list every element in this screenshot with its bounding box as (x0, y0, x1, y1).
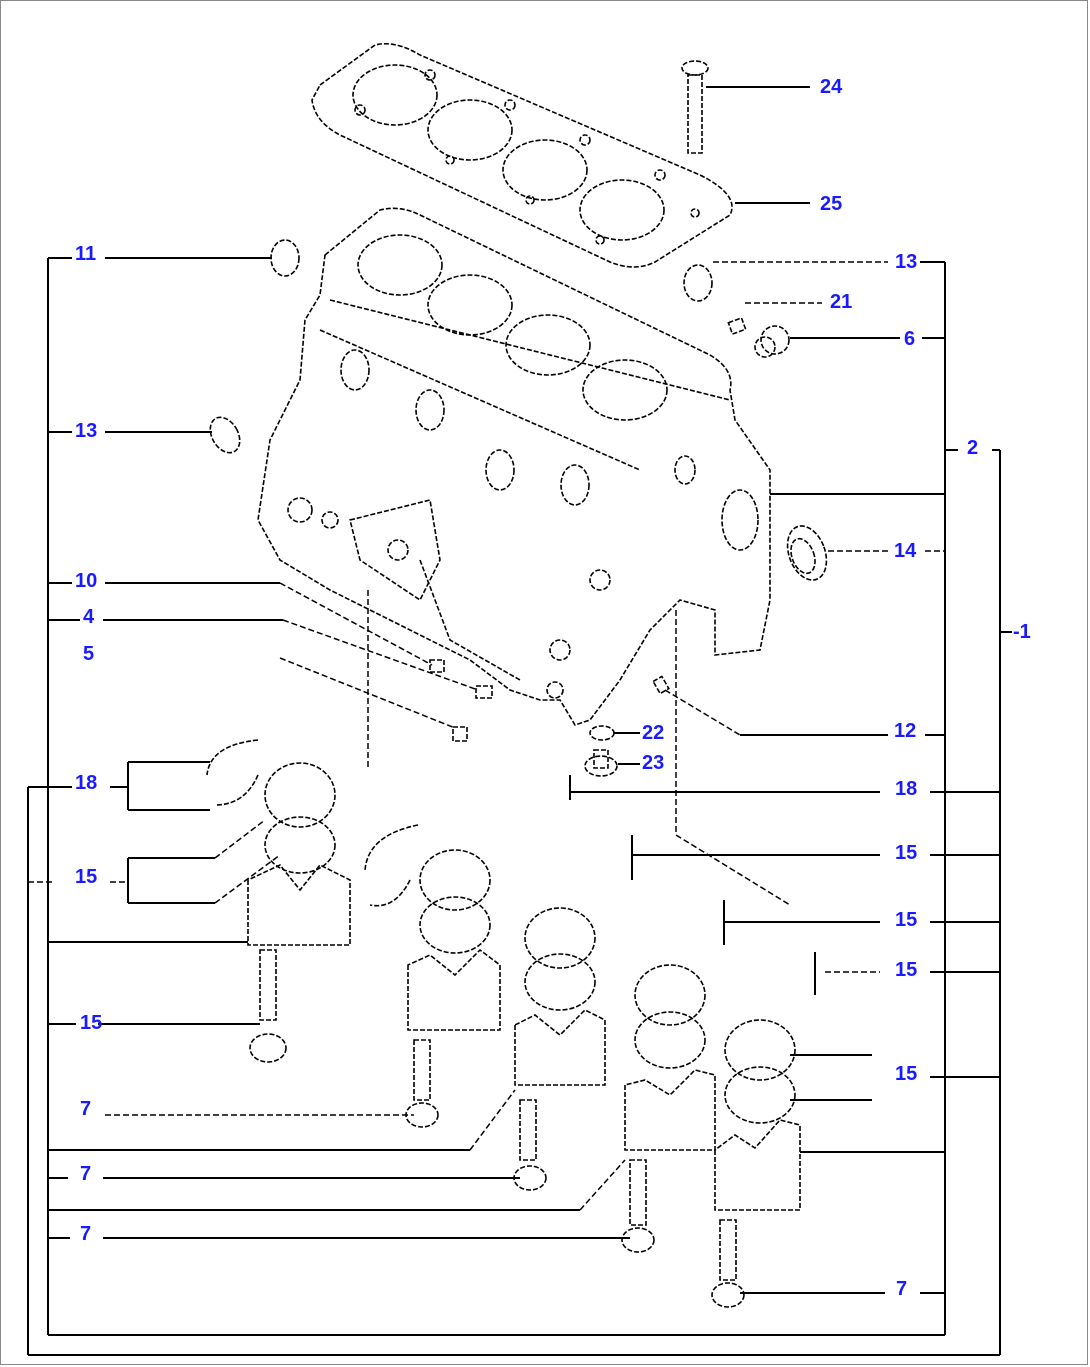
callout-10[interactable]: 10 (75, 570, 97, 592)
callout-13-right[interactable]: 13 (895, 251, 917, 273)
callout-5[interactable]: 5 (83, 643, 94, 665)
plug-5[interactable] (452, 726, 468, 742)
callout-21[interactable]: 21 (830, 291, 852, 313)
callout-24[interactable]: 24 (820, 76, 843, 98)
callout-15-r1[interactable]: 15 (895, 842, 917, 864)
callout-14[interactable]: 14 (894, 540, 917, 562)
head-bolt[interactable] (681, 60, 709, 218)
main-bearing-set-3[interactable] (513, 907, 606, 1191)
callout-15-r3[interactable]: 15 (895, 959, 917, 981)
thrust-washer-right[interactable] (364, 824, 419, 907)
oil-seal-14[interactable] (781, 521, 834, 586)
seal-plug-11[interactable] (270, 239, 300, 277)
valve-23[interactable] (584, 749, 618, 777)
callout-7-b[interactable]: 7 (80, 1098, 91, 1120)
main-bearing-set-1[interactable] (247, 762, 351, 1063)
plug-10[interactable] (429, 659, 445, 673)
callout-12[interactable]: 12 (894, 720, 916, 742)
callout-15-r2[interactable]: 15 (895, 909, 917, 931)
callout-18-right[interactable]: 18 (895, 778, 917, 800)
callout-13-left[interactable]: 13 (75, 420, 97, 442)
seal-plug-13-right[interactable] (683, 264, 713, 302)
seal-plug-13-left[interactable] (204, 412, 246, 458)
main-bearing-set-4[interactable] (621, 964, 716, 1253)
main-bearing-set-2[interactable] (405, 849, 501, 1128)
callout-7-e[interactable]: 7 (896, 1278, 907, 1300)
callout-7-c[interactable]: 7 (80, 1163, 91, 1185)
leader-lines (27, 86, 1012, 1356)
callout-15-left[interactable]: 15 (75, 866, 97, 888)
callout-11[interactable]: 11 (75, 243, 96, 265)
thrust-washer-left[interactable] (206, 739, 259, 806)
callout-2[interactable]: 2 (967, 437, 978, 459)
pin-12[interactable] (652, 675, 670, 695)
cylinder-block[interactable] (257, 207, 771, 726)
callout-4[interactable]: 4 (83, 606, 95, 628)
plug-4[interactable] (475, 685, 493, 699)
plug-6[interactable] (754, 325, 790, 358)
callout-22[interactable]: 22 (642, 722, 664, 744)
dowel-21[interactable] (727, 316, 747, 336)
callout-25[interactable]: 25 (820, 193, 842, 215)
callout-1[interactable]: -1 (1013, 621, 1031, 643)
main-bearing-set-5[interactable] (711, 1019, 801, 1308)
callout-6[interactable]: 6 (904, 328, 915, 350)
callout-18-left[interactable]: 18 (75, 772, 97, 794)
callout-7-a[interactable]: 15 (80, 1012, 102, 1034)
washer-22[interactable] (589, 725, 615, 741)
head-gasket[interactable] (311, 42, 733, 268)
callout-15-r4[interactable]: 15 (895, 1063, 917, 1085)
callout-7-d[interactable]: 7 (80, 1223, 91, 1245)
callout-23[interactable]: 23 (642, 752, 664, 774)
